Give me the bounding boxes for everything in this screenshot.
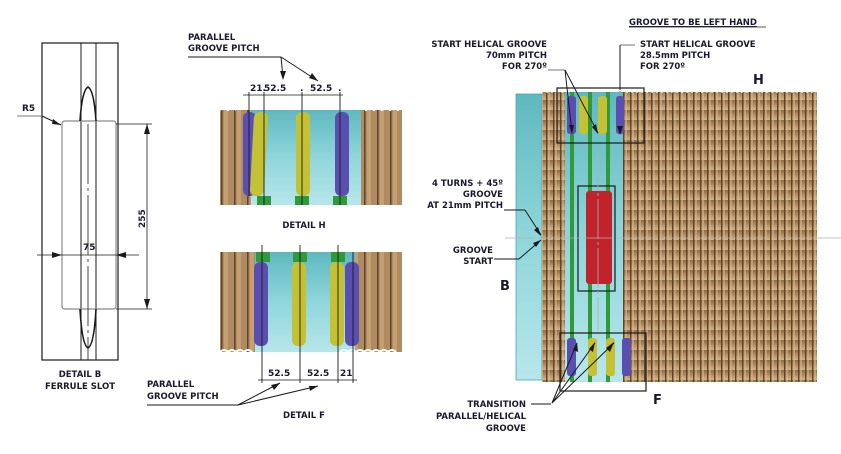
left-hand-note: GROOVE TO BE LEFT HAND: [629, 18, 757, 28]
width-dimension: 75: [83, 243, 96, 253]
ferrule-outline: [41, 42, 119, 361]
ferrule-slot-outline: [577, 185, 616, 292]
slot-top-arc: [79, 86, 97, 122]
start-helical-right-line3: FOR 270º: [640, 62, 685, 72]
dim-h-52-5-a: 52.5: [264, 84, 286, 94]
detail-f-callout-line1: PARALLEL: [147, 380, 195, 390]
transition-line2: PARALLEL/HELICAL: [436, 412, 527, 422]
detail-h-title: DETAIL H: [282, 221, 325, 231]
ferrule-slot: [586, 191, 612, 284]
transition-line3: GROOVE: [486, 424, 526, 434]
detail-h-box: [556, 87, 645, 144]
groove-start-purple-right: [616, 96, 624, 134]
detail-b-title: DETAIL B: [59, 370, 102, 380]
groove-purple-right: [335, 112, 349, 196]
dim-h-dot-a: .: [300, 84, 303, 94]
slot-outline: [61, 120, 117, 310]
detail-f-callout-line2: GROOVE PITCH: [147, 392, 219, 402]
detail-f: 52.5 52.5 21 PARALLEL GROOVE PITCH DETAI…: [147, 245, 402, 421]
detail-h-callout-line1: PARALLEL: [188, 33, 236, 43]
dim-h-52-5-b: 52.5: [310, 84, 332, 94]
radius-label: R5: [22, 104, 35, 114]
main-view: GROOVE TO BE LEFT HAND START HELICAL GRO…: [427, 18, 841, 434]
dim-f-21: 21: [340, 369, 353, 379]
dim-f-52-5-a: 52.5: [268, 369, 290, 379]
start-helical-right-line1: START HELICAL GROOVE: [640, 40, 756, 50]
detail-f-title: DETAIL F: [283, 411, 325, 421]
start-helical-left-line1: START HELICAL GROOVE: [431, 40, 547, 50]
start-helical-left-line2: 70mm PITCH: [486, 51, 547, 61]
dim-h-dot-b: .: [338, 84, 341, 94]
detail-h-callout-line2: GROOVE PITCH: [188, 44, 260, 54]
detail-h: PARALLEL GROOVE PITCH 21. 52.5 . 52.5 . …: [188, 33, 407, 231]
detail-b: R5 255 75 DETAIL B FERRULE SLOT: [17, 42, 152, 392]
drum-flange: [515, 93, 543, 381]
groove-yellow-b: [330, 262, 344, 346]
turns-note-line1: 4 TURNS + 45º: [432, 179, 503, 189]
groove-yellow-b: [296, 112, 310, 196]
groove-yellow-a: [250, 112, 268, 196]
groove-yellow-a: [292, 262, 306, 346]
dim-h-21: 21.: [250, 84, 266, 94]
transition-line1: TRANSITION: [467, 400, 526, 410]
groove-purple-left: [254, 262, 268, 346]
groove-purple-right: [345, 262, 359, 346]
height-dimension: 255: [138, 209, 148, 228]
view-label-f: F: [653, 393, 662, 408]
view-label-h: H: [753, 73, 764, 88]
groove-start-line1: GROOVE: [453, 246, 493, 256]
turns-note-line2: GROOVE: [463, 190, 503, 200]
turns-note-line3: AT 21mm PITCH: [427, 201, 503, 211]
dim-f-52-5-b: 52.5: [307, 369, 329, 379]
start-helical-left-line3: FOR 270º: [502, 62, 547, 72]
detail-f-box: [559, 332, 647, 392]
detail-b-subtitle: FERRULE SLOT: [45, 382, 115, 392]
start-helical-right-line2: 28.5mm PITCH: [640, 51, 710, 61]
view-label-b: B: [500, 279, 510, 294]
groove-start-line2: START: [463, 257, 493, 267]
